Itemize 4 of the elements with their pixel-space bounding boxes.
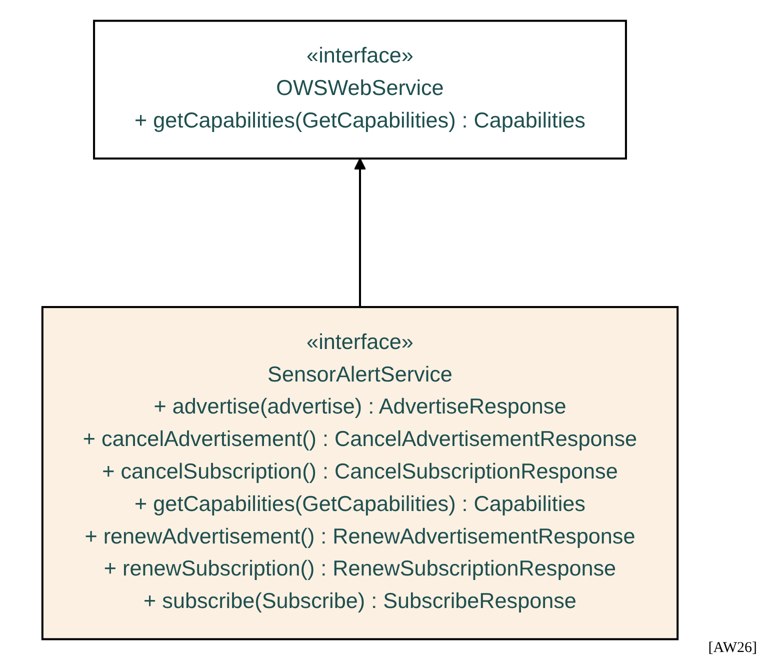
node-box: «interface» OWSWebService + getCapabilities(GetCapabilities) : Capabilities	[93, 20, 627, 160]
node-box: «interface» SensorAlertService + advertise(advertise) : AdvertiseResponse + cancelAdvertisement() : CancelAdvertisementResponse + cancelSubscription() : CancelSubscriptionResponse + getCapabilities(GetCapabilities) : Capabilities + renewAdvertisement() : RenewAdvertisementResponse + renewSubscription() : RenewSubscriptionResponse + subscribe(Subscribe) : SubscribeResponse	[41, 306, 679, 640]
arrow	[354, 158, 366, 308]
reference-note: [AW26]	[708, 640, 757, 656]
